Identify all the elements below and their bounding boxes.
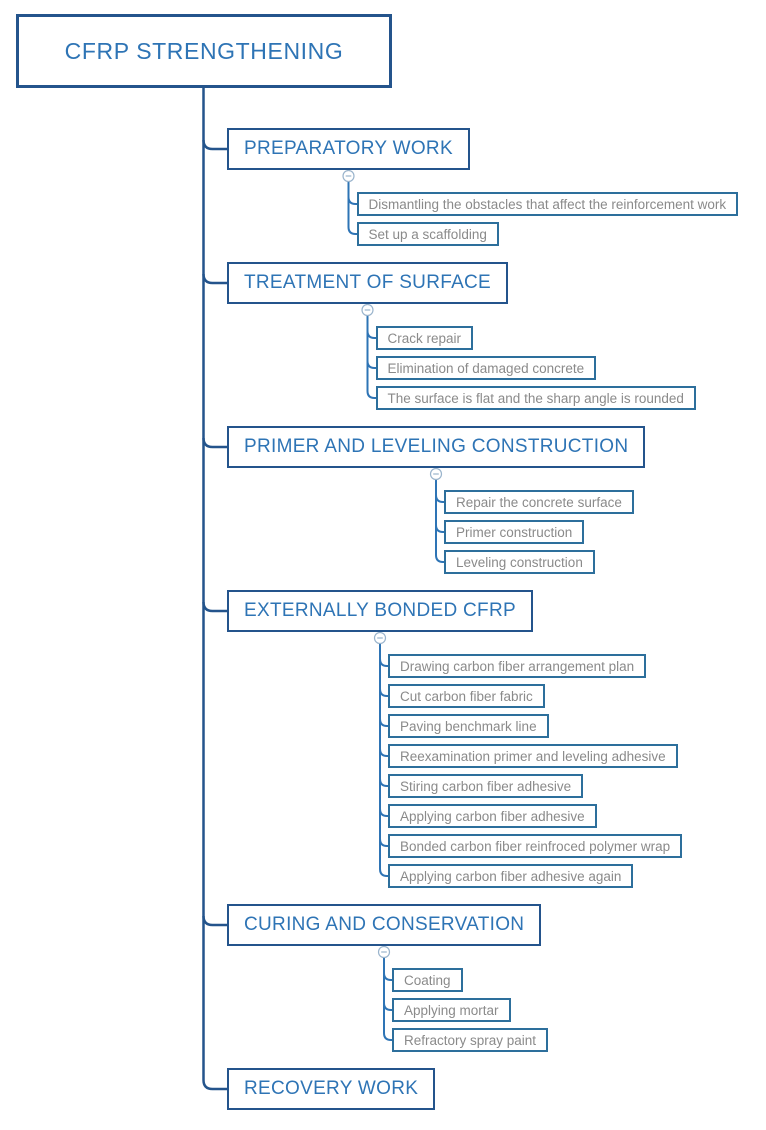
subtopic-connector [379, 644, 389, 877]
branch-connector [202, 139, 228, 151]
subtopic[interactable]: Bonded carbon fiber reinfroced polymer w… [388, 834, 683, 858]
subtopic[interactable]: Coating [392, 968, 463, 992]
main-topic[interactable]: PREPARATORY WORK [227, 128, 470, 170]
subtopic[interactable]: Dismantling the obstacles that affect th… [356, 192, 739, 216]
subtopic[interactable]: The surface is flat and the sharp angle … [375, 386, 696, 410]
main-topic[interactable]: TREATMENT OF SURFACE [227, 262, 509, 304]
subtopic-connector [379, 748, 389, 757]
collapse-minus-icon[interactable] [377, 945, 391, 959]
subtopic-connector [379, 688, 389, 697]
main-topic[interactable]: RECOVERY WORK [227, 1068, 436, 1110]
subtopic-connector [379, 718, 389, 727]
subtopic-connector [366, 360, 377, 369]
subtopic-connector [435, 480, 445, 563]
subtopic[interactable]: Crack repair [375, 326, 474, 350]
subtopic-connector [379, 838, 389, 847]
main-topic[interactable]: PRIMER AND LEVELING CONSTRUCTION [227, 426, 646, 468]
branch-connector [202, 273, 228, 285]
subtopic[interactable]: Stiring carbon fiber adhesive [388, 774, 584, 798]
subtopic[interactable]: Elimination of damaged concrete [375, 356, 597, 380]
subtopic[interactable]: Applying mortar [392, 998, 511, 1022]
subtopic-connector [379, 658, 389, 667]
branch-connector [202, 601, 228, 613]
collapse-minus-icon[interactable] [361, 303, 374, 317]
subtopic[interactable]: Applying carbon fiber adhesive [388, 804, 597, 828]
collapse-minus-icon[interactable] [429, 467, 443, 481]
subtopic[interactable]: Set up a scaffolding [356, 222, 499, 246]
subtopic-connector [383, 972, 393, 981]
subtopic-connector [383, 1002, 393, 1011]
subtopic[interactable]: Repair the concrete surface [444, 490, 634, 514]
main-topic[interactable]: EXTERNALLY BONDED CFRP [227, 590, 533, 632]
collapse-minus-icon[interactable] [342, 169, 355, 183]
subtopic-connector [383, 958, 393, 1041]
subtopic[interactable]: Cut carbon fiber fabric [388, 684, 545, 708]
subtopic-connector [435, 494, 445, 503]
branch-connector [202, 437, 228, 449]
subtopic[interactable]: Primer construction [444, 520, 585, 544]
subtopic-connector [347, 196, 358, 205]
subtopic[interactable]: Applying carbon fiber adhesive again [388, 864, 634, 888]
subtopic[interactable]: Leveling construction [444, 550, 595, 574]
subtopic-connector [379, 778, 389, 787]
subtopic-connector [366, 330, 377, 339]
subtopic[interactable]: Drawing carbon fiber arrangement plan [388, 654, 647, 678]
subtopic[interactable]: Paving benchmark line [388, 714, 549, 738]
subtopic-connector [379, 808, 389, 817]
collapse-minus-icon[interactable] [373, 631, 387, 645]
subtopic-connector [347, 182, 358, 235]
trunk-connector [202, 88, 228, 1091]
root-topic[interactable]: CFRP STRENGTHENING [16, 14, 392, 88]
branch-connector [202, 915, 228, 927]
main-topic[interactable]: CURING AND CONSERVATION [227, 904, 542, 946]
subtopic-connector [435, 524, 445, 533]
subtopic[interactable]: Refractory spray paint [392, 1028, 549, 1052]
subtopic-connector [366, 316, 377, 399]
subtopic[interactable]: Reexamination primer and leveling adhesi… [388, 744, 678, 768]
